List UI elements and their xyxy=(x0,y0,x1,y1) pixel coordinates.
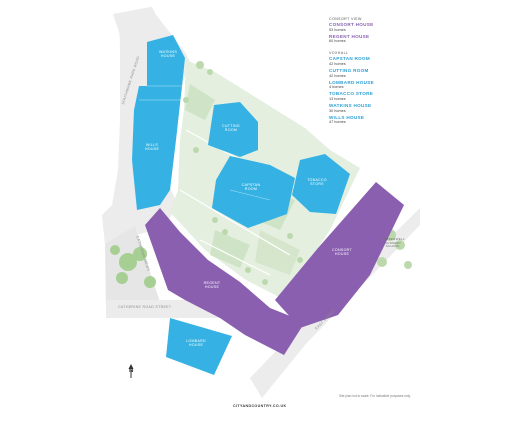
legend-regent-house: REGENT HOUSE xyxy=(329,33,370,39)
street-catherine-road: CATHERINE ROAD STREET xyxy=(118,305,172,309)
building-consort-house xyxy=(275,182,404,328)
scale-disclaimer: Site plan not to scale. For indicative p… xyxy=(339,394,411,398)
label-watkins-house: WATKINS HOUSE xyxy=(158,50,178,59)
building-lombard-house xyxy=(166,318,232,375)
legend-watkins-house: WATKINS HOUSE xyxy=(329,103,372,109)
building-capstan-room xyxy=(212,156,295,228)
label-wills-house: WILLS HOUSE xyxy=(144,143,160,152)
legend-tobacco-homes: 13 homes xyxy=(329,97,346,102)
legend-capstan-room: CAPSTAN ROOM xyxy=(329,56,371,62)
building-cutting-room xyxy=(208,102,258,157)
legend-lombard-house: LOMBARD HOUSE xyxy=(329,79,374,85)
tree-dots-site xyxy=(183,61,303,285)
label-capstan-room: CAPSTAN ROOM xyxy=(241,183,261,192)
building-wills-house xyxy=(132,86,182,210)
legend-wills-homes: 47 homes xyxy=(329,120,346,125)
building-watkins-house xyxy=(147,35,185,86)
building-regent-house xyxy=(145,208,305,355)
label-cutting-room: CUTTING ROOM xyxy=(221,124,241,133)
legend-group-voxhall: VOXHALL xyxy=(329,51,349,56)
legend-regent-homes: 60 homes xyxy=(329,39,346,44)
legend: CONSORT VIEW CONSORT HOUSE 53 homes REGE… xyxy=(329,17,439,127)
label-nursery-school: CAMBERWELL NURSERY SCHOOL xyxy=(381,237,405,249)
north-label: N xyxy=(129,368,134,374)
legend-consort-house: CONSORT HOUSE xyxy=(329,22,374,27)
building-tobacco-store xyxy=(292,154,350,214)
legend-lombard-homes: 4 homes xyxy=(329,85,344,90)
label-consort-house: CONSORT HOUSE xyxy=(331,248,352,257)
legend-watkins-homes: 30 homes xyxy=(329,108,346,113)
legend-tobacco-store: TOBACCO STORE xyxy=(329,91,374,97)
courtyard-south xyxy=(210,230,250,268)
label-tobacco-store: TOBACCO STORE xyxy=(307,178,327,187)
website-link[interactable]: CITYANDCOUNTRY.CO.UK xyxy=(233,404,287,408)
building-outlines xyxy=(139,85,271,201)
label-lombard-house: LOMBARD HOUSE xyxy=(186,339,206,348)
tree-cluster-west xyxy=(110,245,156,288)
north-arrow-icon xyxy=(128,364,134,378)
legend-capstan-homes: 42 homes xyxy=(329,61,346,66)
courtyard-north xyxy=(185,84,215,120)
legend-consort-homes: 53 homes xyxy=(329,27,346,32)
label-regent-house: REGENT HOUSE xyxy=(203,281,221,290)
legend-group-consort-view: CONSORT VIEW xyxy=(329,17,362,21)
legend-cutting-room: CUTTING ROOM xyxy=(329,68,369,74)
legend-wills-house: WILLS HOUSE xyxy=(329,114,365,120)
legend-cutting-homes: 42 homes xyxy=(329,73,346,78)
